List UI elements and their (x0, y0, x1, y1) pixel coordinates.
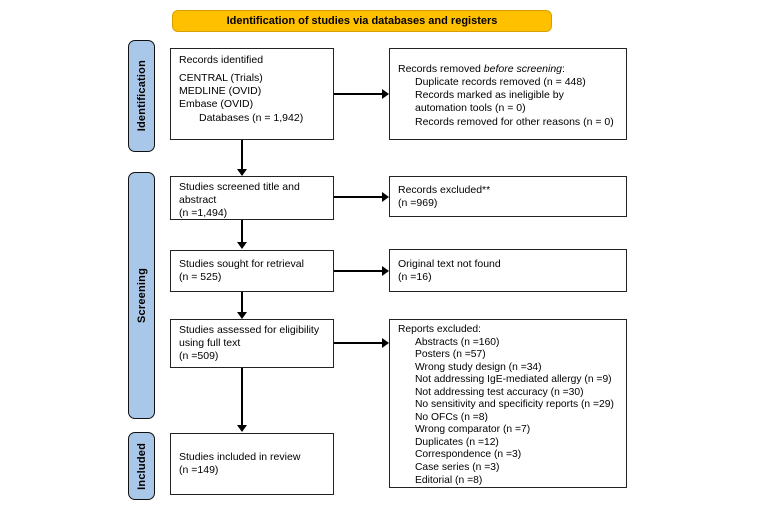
records-removed-item: Duplicate records removed (n = 448) (415, 76, 586, 89)
records-identified-title: Records identified (179, 54, 264, 66)
records-removed-item: Records marked as ineligible by automati… (415, 89, 564, 115)
records-removed-title-italic: before screening (483, 63, 563, 75)
box-studies-screened: Studies screened title and abstract (n =… (170, 176, 334, 220)
stage-bar-identification: Identification (128, 40, 155, 152)
reports-excluded-item: Posters (n =57) (415, 349, 486, 361)
box-records-identified: Records identified CENTRAL (Trials) MEDL… (170, 48, 334, 140)
arrow-identified-to-removed (334, 89, 389, 98)
reports-excluded-item: Wrong study design (n =34) (415, 361, 542, 373)
stage-label-screening: Screening (135, 268, 148, 323)
reports-excluded-item: Duplicates (n =12) (415, 436, 499, 448)
stage-bar-screening: Screening (128, 172, 155, 419)
banner-title: Identification of studies via databases … (172, 10, 552, 32)
arrow-assessed-to-included (237, 368, 246, 432)
records-identified-total: Databases (n = 1,942) (199, 111, 304, 124)
studies-sought-text: Studies sought for retrieval (n = 525) (179, 257, 304, 283)
records-identified-source: CENTRAL (Trials) (179, 72, 263, 85)
arrow-screened-to-excluded (334, 192, 389, 201)
records-identified-source: MEDLINE (OVID) (179, 85, 262, 98)
reports-excluded-title: Reports excluded: (398, 324, 481, 335)
arrow-screened-to-sought (237, 220, 246, 249)
reports-excluded-item: Not addressing test accuracy (n =30) (415, 386, 584, 398)
reports-excluded-item: No sensitivity and specificity reports (… (415, 399, 614, 411)
reports-excluded-item: No OFCs (n =8) (415, 411, 488, 423)
box-records-removed: Records removed before screening: Duplic… (389, 48, 627, 140)
box-studies-included: Studies included in review (n =149) (170, 433, 334, 495)
reports-excluded-item: Not addressing IgE-mediated allergy (n =… (415, 374, 612, 386)
studies-included-text: Studies included in review (n =149) (179, 450, 301, 476)
arrow-sought-to-not-found (334, 266, 389, 275)
box-original-text-not-found: Original text not found (n =16) (389, 249, 627, 292)
arrow-assessed-to-reports-excluded (334, 338, 389, 347)
records-removed-item: Records removed for other reasons (n = 0… (415, 115, 614, 128)
reports-excluded-item: Abstracts (n =160) (415, 336, 500, 348)
arrow-identified-to-screened (237, 140, 246, 176)
box-reports-excluded: Reports excluded: Abstracts (n =160) Pos… (389, 319, 627, 488)
stage-label-identification: Identification (135, 60, 148, 132)
reports-excluded-item: Correspondence (n =3) (415, 449, 522, 461)
stage-bar-included: Included (128, 432, 155, 500)
records-removed-title: Records removed before screening: (398, 63, 565, 75)
stage-label-included: Included (135, 442, 148, 490)
reports-excluded-item: Case series (n =3) (415, 462, 500, 474)
reports-excluded-item: Editorial (n =8) (415, 474, 483, 486)
arrow-sought-to-assessed (237, 292, 246, 319)
box-studies-sought: Studies sought for retrieval (n = 525) (170, 250, 334, 292)
records-identified-source: Embase (OVID) (179, 98, 254, 111)
box-studies-assessed: Studies assessed for eligibility using f… (170, 319, 334, 368)
box-records-excluded: Records excluded** (n =969) (389, 176, 627, 217)
reports-excluded-item: Wrong comparator (n =7) (415, 424, 531, 436)
